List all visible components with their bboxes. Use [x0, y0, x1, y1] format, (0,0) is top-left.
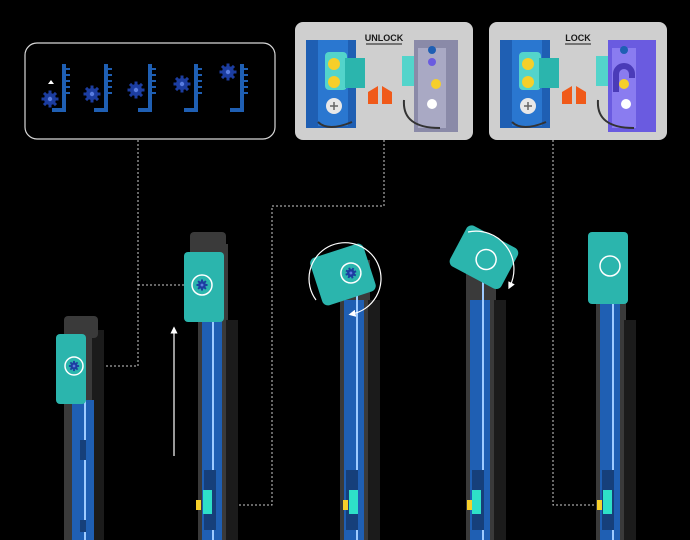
stage-locked — [588, 232, 636, 540]
stage-rotating-counterclockwise — [449, 225, 519, 540]
unlock-panel: UNLOCK — [295, 22, 473, 140]
stage-retracted — [56, 316, 104, 540]
teal-cap — [588, 232, 628, 304]
latch-locked-icon — [500, 40, 656, 132]
gear-sequence-panel — [24, 42, 276, 140]
stage-extended — [170, 232, 238, 540]
gear-rack-frame-5 — [219, 63, 248, 112]
gear-rack-frame-3 — [127, 64, 156, 112]
unlock-label: UNLOCK — [365, 33, 404, 43]
lock-panel: LOCK — [489, 22, 667, 140]
gear-rack-frame-1 — [41, 64, 70, 112]
up-arrow-icon — [48, 80, 54, 84]
latch-unlocked-icon — [306, 40, 458, 132]
clockwise-arrow-icon — [308, 242, 382, 317]
counterclockwise-arrow-icon — [467, 230, 515, 290]
lock-label: LOCK — [565, 33, 591, 43]
teal-cap — [449, 225, 519, 290]
gear-rack-frame-4 — [173, 64, 202, 112]
stage-rotating-clockwise — [308, 242, 382, 540]
connector-lines — [90, 140, 598, 506]
gear-rack-frame-2 — [83, 64, 112, 112]
teal-cap — [310, 243, 376, 306]
